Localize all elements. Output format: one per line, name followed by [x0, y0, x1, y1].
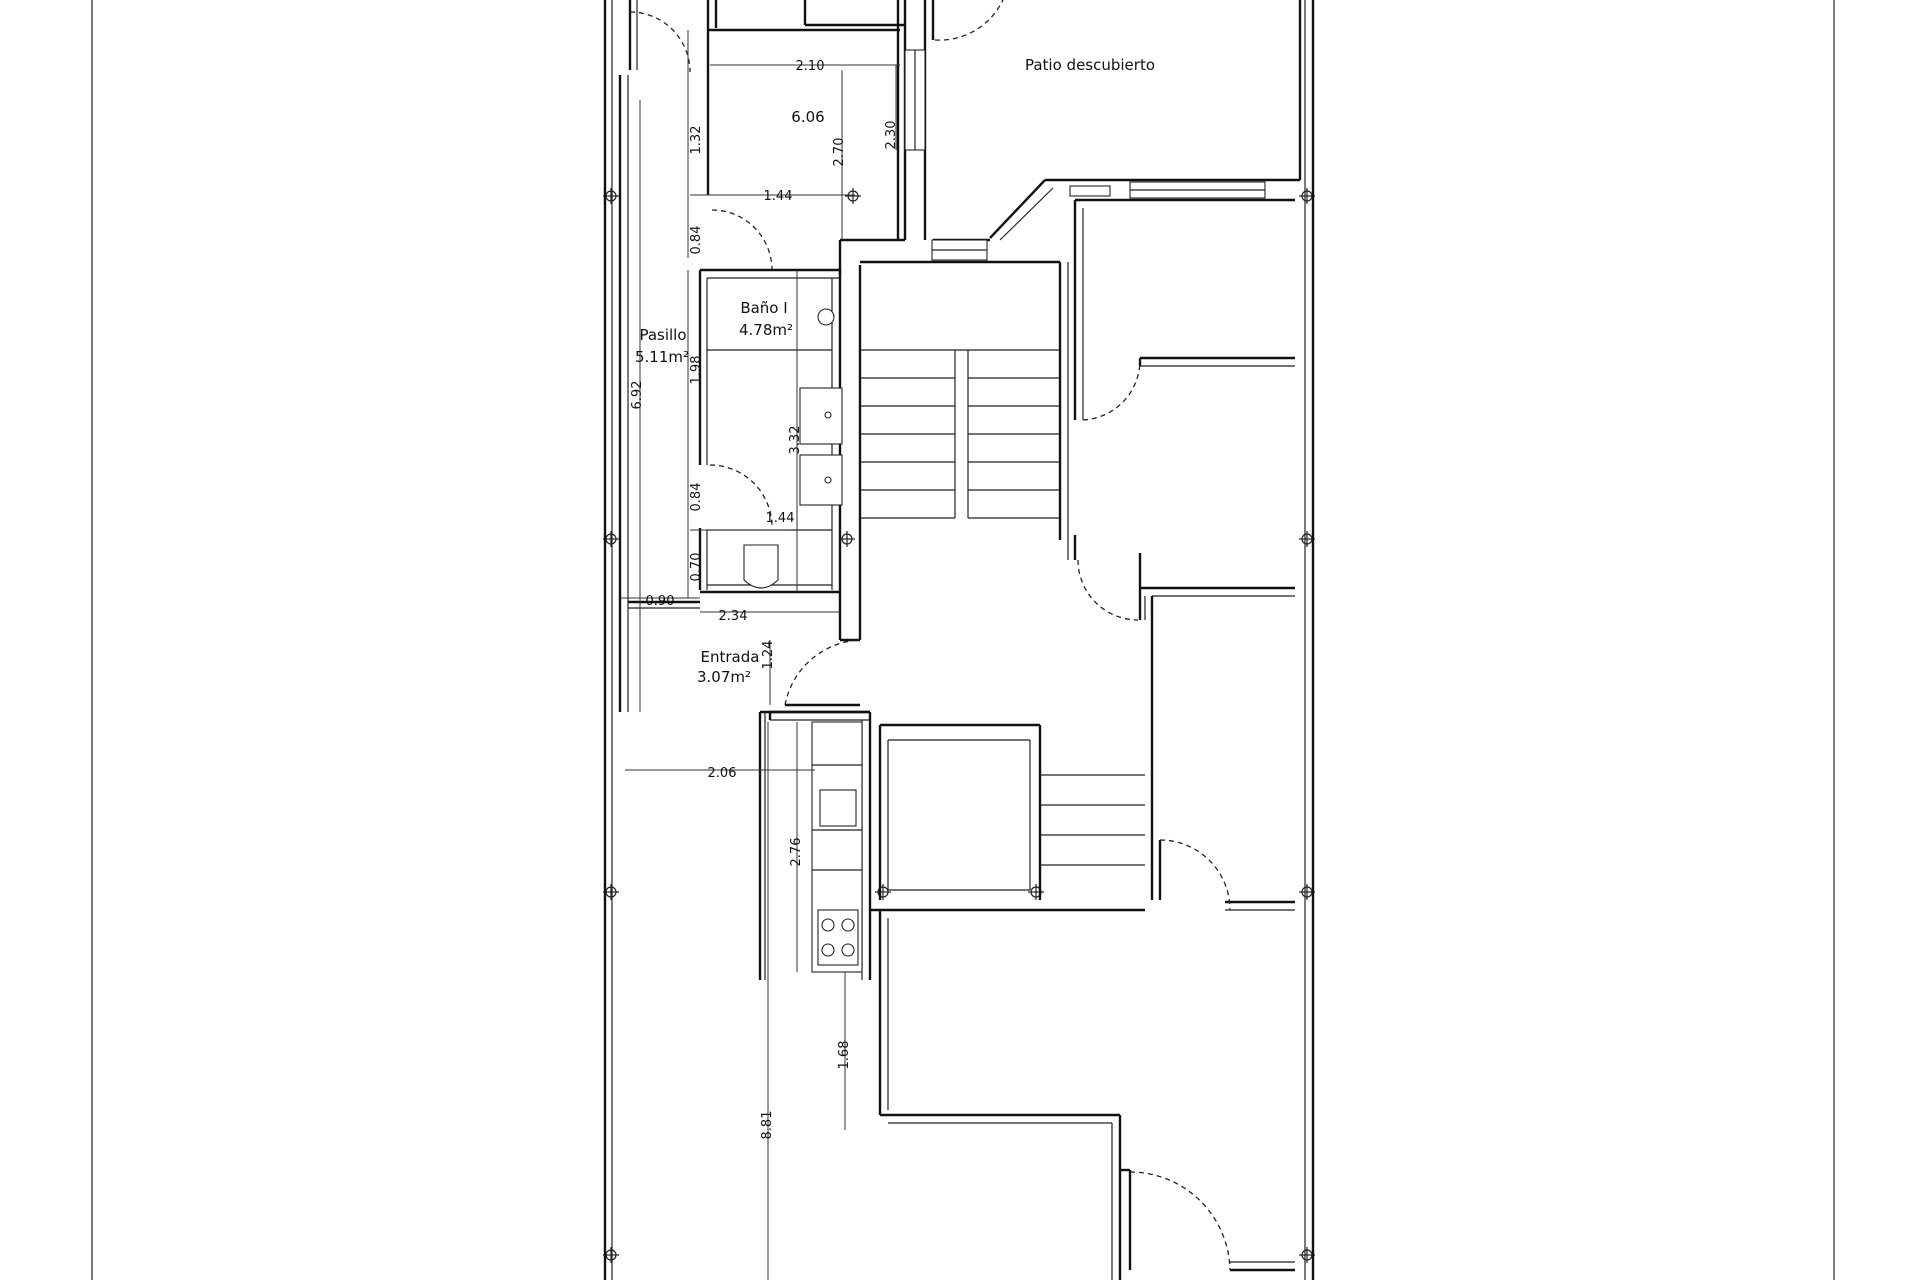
room-labels: Patio descubierto Baño I 4.78m² Pasillo …	[635, 56, 1155, 686]
dim-label: 0.70	[689, 553, 704, 582]
dim-label: 2.06	[708, 766, 737, 781]
dim-label: 2.70	[832, 138, 847, 167]
kitchen-fixtures	[811, 721, 863, 973]
room-area-entrada: 3.07m²	[697, 668, 751, 686]
toilet-icon	[743, 544, 779, 589]
room-area-top: 6.06	[791, 108, 824, 126]
dimension-labels: 2.10 1.44 1.44 0.90 2.34 2.06 1.32 2.70 …	[630, 59, 899, 1139]
room-label-patio: Patio descubierto	[1025, 56, 1155, 74]
dim-label: 0.84	[689, 483, 704, 512]
dim-label: 3.32	[788, 426, 803, 455]
room-label-pasillo: Pasillo	[639, 326, 686, 344]
dim-label: 1.24	[761, 641, 776, 670]
bath-fixtures	[743, 308, 843, 589]
room-area-bano: 4.78m²	[739, 321, 793, 339]
dimension-lines	[620, 30, 900, 1280]
dim-label: 0.90	[646, 594, 675, 609]
room-label-bano: Baño I	[740, 299, 787, 317]
dim-label: 1.98	[689, 356, 704, 385]
sheet-frame	[91, 0, 1835, 1280]
room-label-entrada: Entrada	[701, 648, 760, 666]
basin-icon	[817, 308, 835, 326]
dim-label: 1.68	[837, 1041, 852, 1070]
dim-label: 6.92	[630, 381, 645, 410]
dim-label: 1.32	[689, 126, 704, 155]
dim-label: 1.44	[766, 511, 795, 526]
dim-label: 8.81	[760, 1111, 775, 1140]
sink-icon	[799, 387, 843, 445]
dim-label: 2.34	[719, 609, 748, 624]
dim-label: 0.84	[689, 226, 704, 255]
sink-icon	[819, 789, 857, 827]
dim-label: 2.30	[884, 121, 899, 150]
room-area-pasillo: 5.11m²	[635, 348, 689, 366]
windows	[904, 49, 1266, 261]
dim-label: 2.76	[789, 838, 804, 867]
dim-label: 2.10	[796, 59, 825, 74]
dim-label: 1.44	[764, 189, 793, 204]
door-swings	[629, 0, 1231, 1271]
stove-icon	[817, 909, 859, 966]
sink-icon	[799, 454, 843, 506]
